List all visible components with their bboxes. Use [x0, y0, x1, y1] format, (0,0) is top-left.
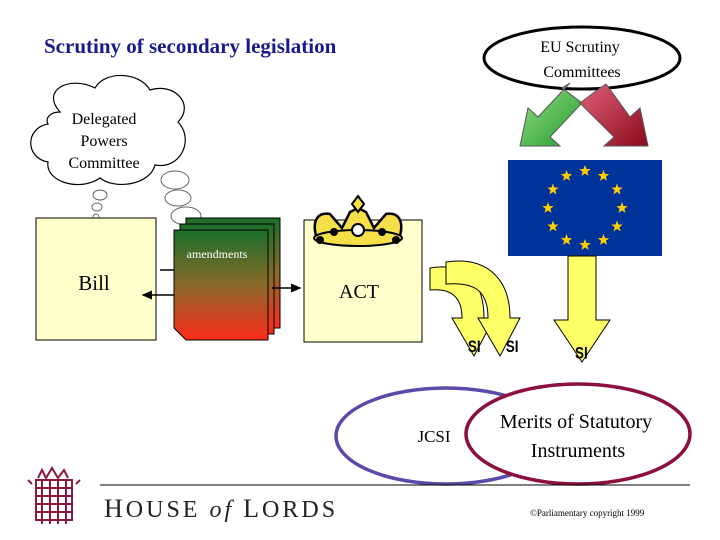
eu-star	[616, 202, 628, 213]
merits-node: Merits of Statutory Instruments	[464, 382, 692, 486]
amendments-label: amendments	[187, 247, 248, 261]
eu-star	[579, 239, 591, 250]
amendments-stack: amendments	[173, 217, 281, 341]
delegated-line3: Committee	[68, 155, 139, 172]
footer-ouse: OUSE	[125, 497, 201, 523]
footer-brand: HOUSE of LORDS	[104, 494, 338, 524]
eu-star	[542, 202, 554, 213]
eu-committees-node: EU Scrutiny Committees	[482, 25, 682, 91]
portcullis-icon	[27, 466, 81, 524]
copyright-text: ©Parliamentary copyright 1999	[530, 508, 645, 518]
si-arrow-2	[445, 260, 521, 358]
bill-document: Bill	[35, 217, 157, 341]
eu-committees-line1: EU Scrutiny	[540, 39, 620, 56]
delegated-line1: Delegated	[72, 111, 137, 128]
merits-line1: Merits of Statutory	[500, 411, 652, 433]
page-title: Scrutiny of secondary legislation	[44, 34, 337, 58]
eu-star	[560, 170, 573, 181]
eu-star	[597, 170, 610, 181]
si-label-3: SI	[575, 344, 588, 363]
eu-flag-icon	[508, 160, 662, 256]
footer-h: H	[104, 494, 126, 523]
eu-star	[547, 220, 559, 232]
eu-arrow-red	[579, 83, 649, 147]
footer-of: of	[209, 497, 235, 523]
eu-committees-line2: Committees	[543, 64, 620, 81]
merits-line2: Instruments	[531, 440, 626, 462]
eu-arrow-green	[519, 82, 583, 147]
eu-star	[611, 220, 623, 232]
bill-label: Bill	[78, 271, 110, 295]
si-label-2: SI	[506, 338, 519, 357]
eu-star	[547, 183, 559, 195]
eu-star	[597, 234, 610, 245]
thought-cloud-icon: Delegated Powers Committee	[30, 74, 202, 226]
delegated-line2: Powers	[80, 133, 127, 150]
eu-star	[579, 165, 591, 176]
footer-ords: ORDS	[262, 497, 339, 523]
eu-star	[560, 234, 573, 245]
si-label-1: SI	[468, 338, 481, 357]
eu-star	[611, 183, 623, 195]
footer-l: L	[243, 494, 263, 523]
jcsi-label: JCSI	[417, 427, 450, 446]
crown-icon	[313, 194, 403, 247]
act-label: ACT	[339, 281, 379, 303]
si-arrow-3	[553, 255, 611, 363]
